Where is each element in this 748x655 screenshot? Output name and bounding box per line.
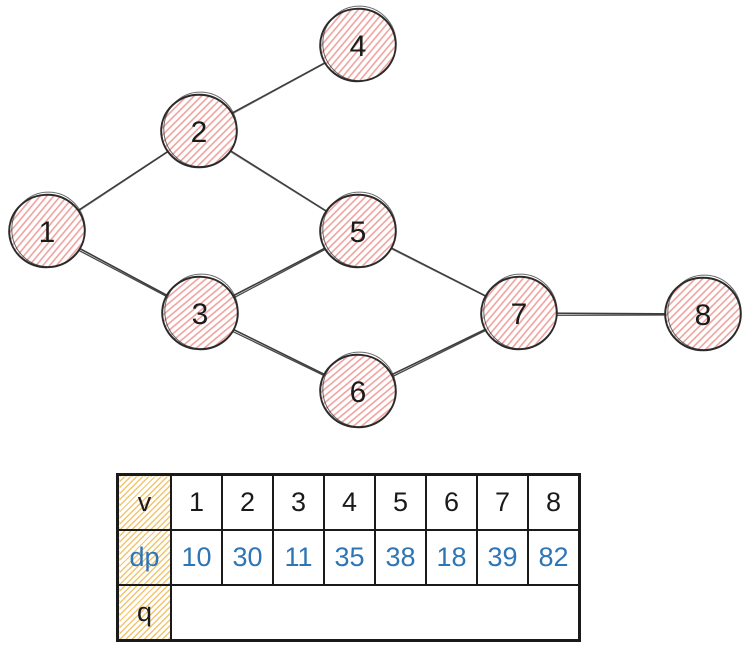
cell-dp-4: 35 bbox=[323, 529, 376, 586]
cell-v-4: 4 bbox=[323, 473, 376, 531]
node-circle-sketch-outline bbox=[322, 191, 397, 268]
table-row-q: q bbox=[116, 584, 581, 642]
cell-dp-5: 38 bbox=[374, 529, 427, 586]
node-label: 2 bbox=[191, 116, 208, 149]
cell-v-8: 8 bbox=[527, 473, 581, 531]
node-circle-sketch-outline bbox=[322, 5, 397, 82]
row-label-v: v bbox=[116, 473, 172, 531]
graph-node-4: 4 bbox=[319, 5, 397, 83]
cell-dp-1: 10 bbox=[170, 529, 223, 586]
node-circle-sketch-outline bbox=[322, 351, 397, 428]
node-label: 4 bbox=[350, 30, 367, 63]
cell-v-2: 2 bbox=[221, 473, 274, 531]
node-label: 6 bbox=[350, 376, 367, 409]
node-layer: 1 2 3 4 5 6 7 8 bbox=[8, 5, 742, 429]
cell-dp-3: 11 bbox=[272, 529, 325, 586]
node-label: 7 bbox=[511, 298, 528, 331]
node-circle-sketch-outline bbox=[483, 273, 558, 350]
graph-node-5: 5 bbox=[319, 191, 397, 269]
cell-v-6: 6 bbox=[425, 473, 478, 531]
cell-dp-6: 18 bbox=[425, 529, 478, 586]
graph-node-7: 7 bbox=[480, 273, 558, 351]
row-label-dp: dp bbox=[116, 529, 172, 586]
node-label: 5 bbox=[350, 216, 367, 249]
cell-dp-8: 82 bbox=[527, 529, 581, 586]
cell-dp-2: 30 bbox=[221, 529, 274, 586]
node-label: 8 bbox=[695, 299, 712, 332]
graph-node-1: 1 bbox=[8, 191, 86, 269]
cell-q-empty bbox=[170, 584, 581, 642]
row-label-q: q bbox=[116, 584, 172, 642]
graph-node-3: 3 bbox=[161, 273, 239, 351]
graph-node-2: 2 bbox=[160, 91, 238, 169]
node-label: 1 bbox=[39, 216, 56, 249]
cell-v-5: 5 bbox=[374, 473, 427, 531]
node-circle-sketch-outline bbox=[11, 191, 86, 268]
node-label: 3 bbox=[192, 298, 209, 331]
cell-dp-7: 39 bbox=[476, 529, 529, 586]
cell-v-1: 1 bbox=[170, 473, 223, 531]
cell-v-3: 3 bbox=[272, 473, 325, 531]
node-circle-sketch-outline bbox=[667, 274, 742, 351]
graph-diagram: 1 2 3 4 5 6 7 8 bbox=[8, 5, 742, 429]
cell-v-7: 7 bbox=[476, 473, 529, 531]
node-circle-sketch-outline bbox=[163, 91, 238, 168]
graph-node-8: 8 bbox=[664, 274, 742, 352]
graph-node-6: 6 bbox=[319, 351, 397, 429]
node-circle-sketch-outline bbox=[164, 273, 239, 350]
